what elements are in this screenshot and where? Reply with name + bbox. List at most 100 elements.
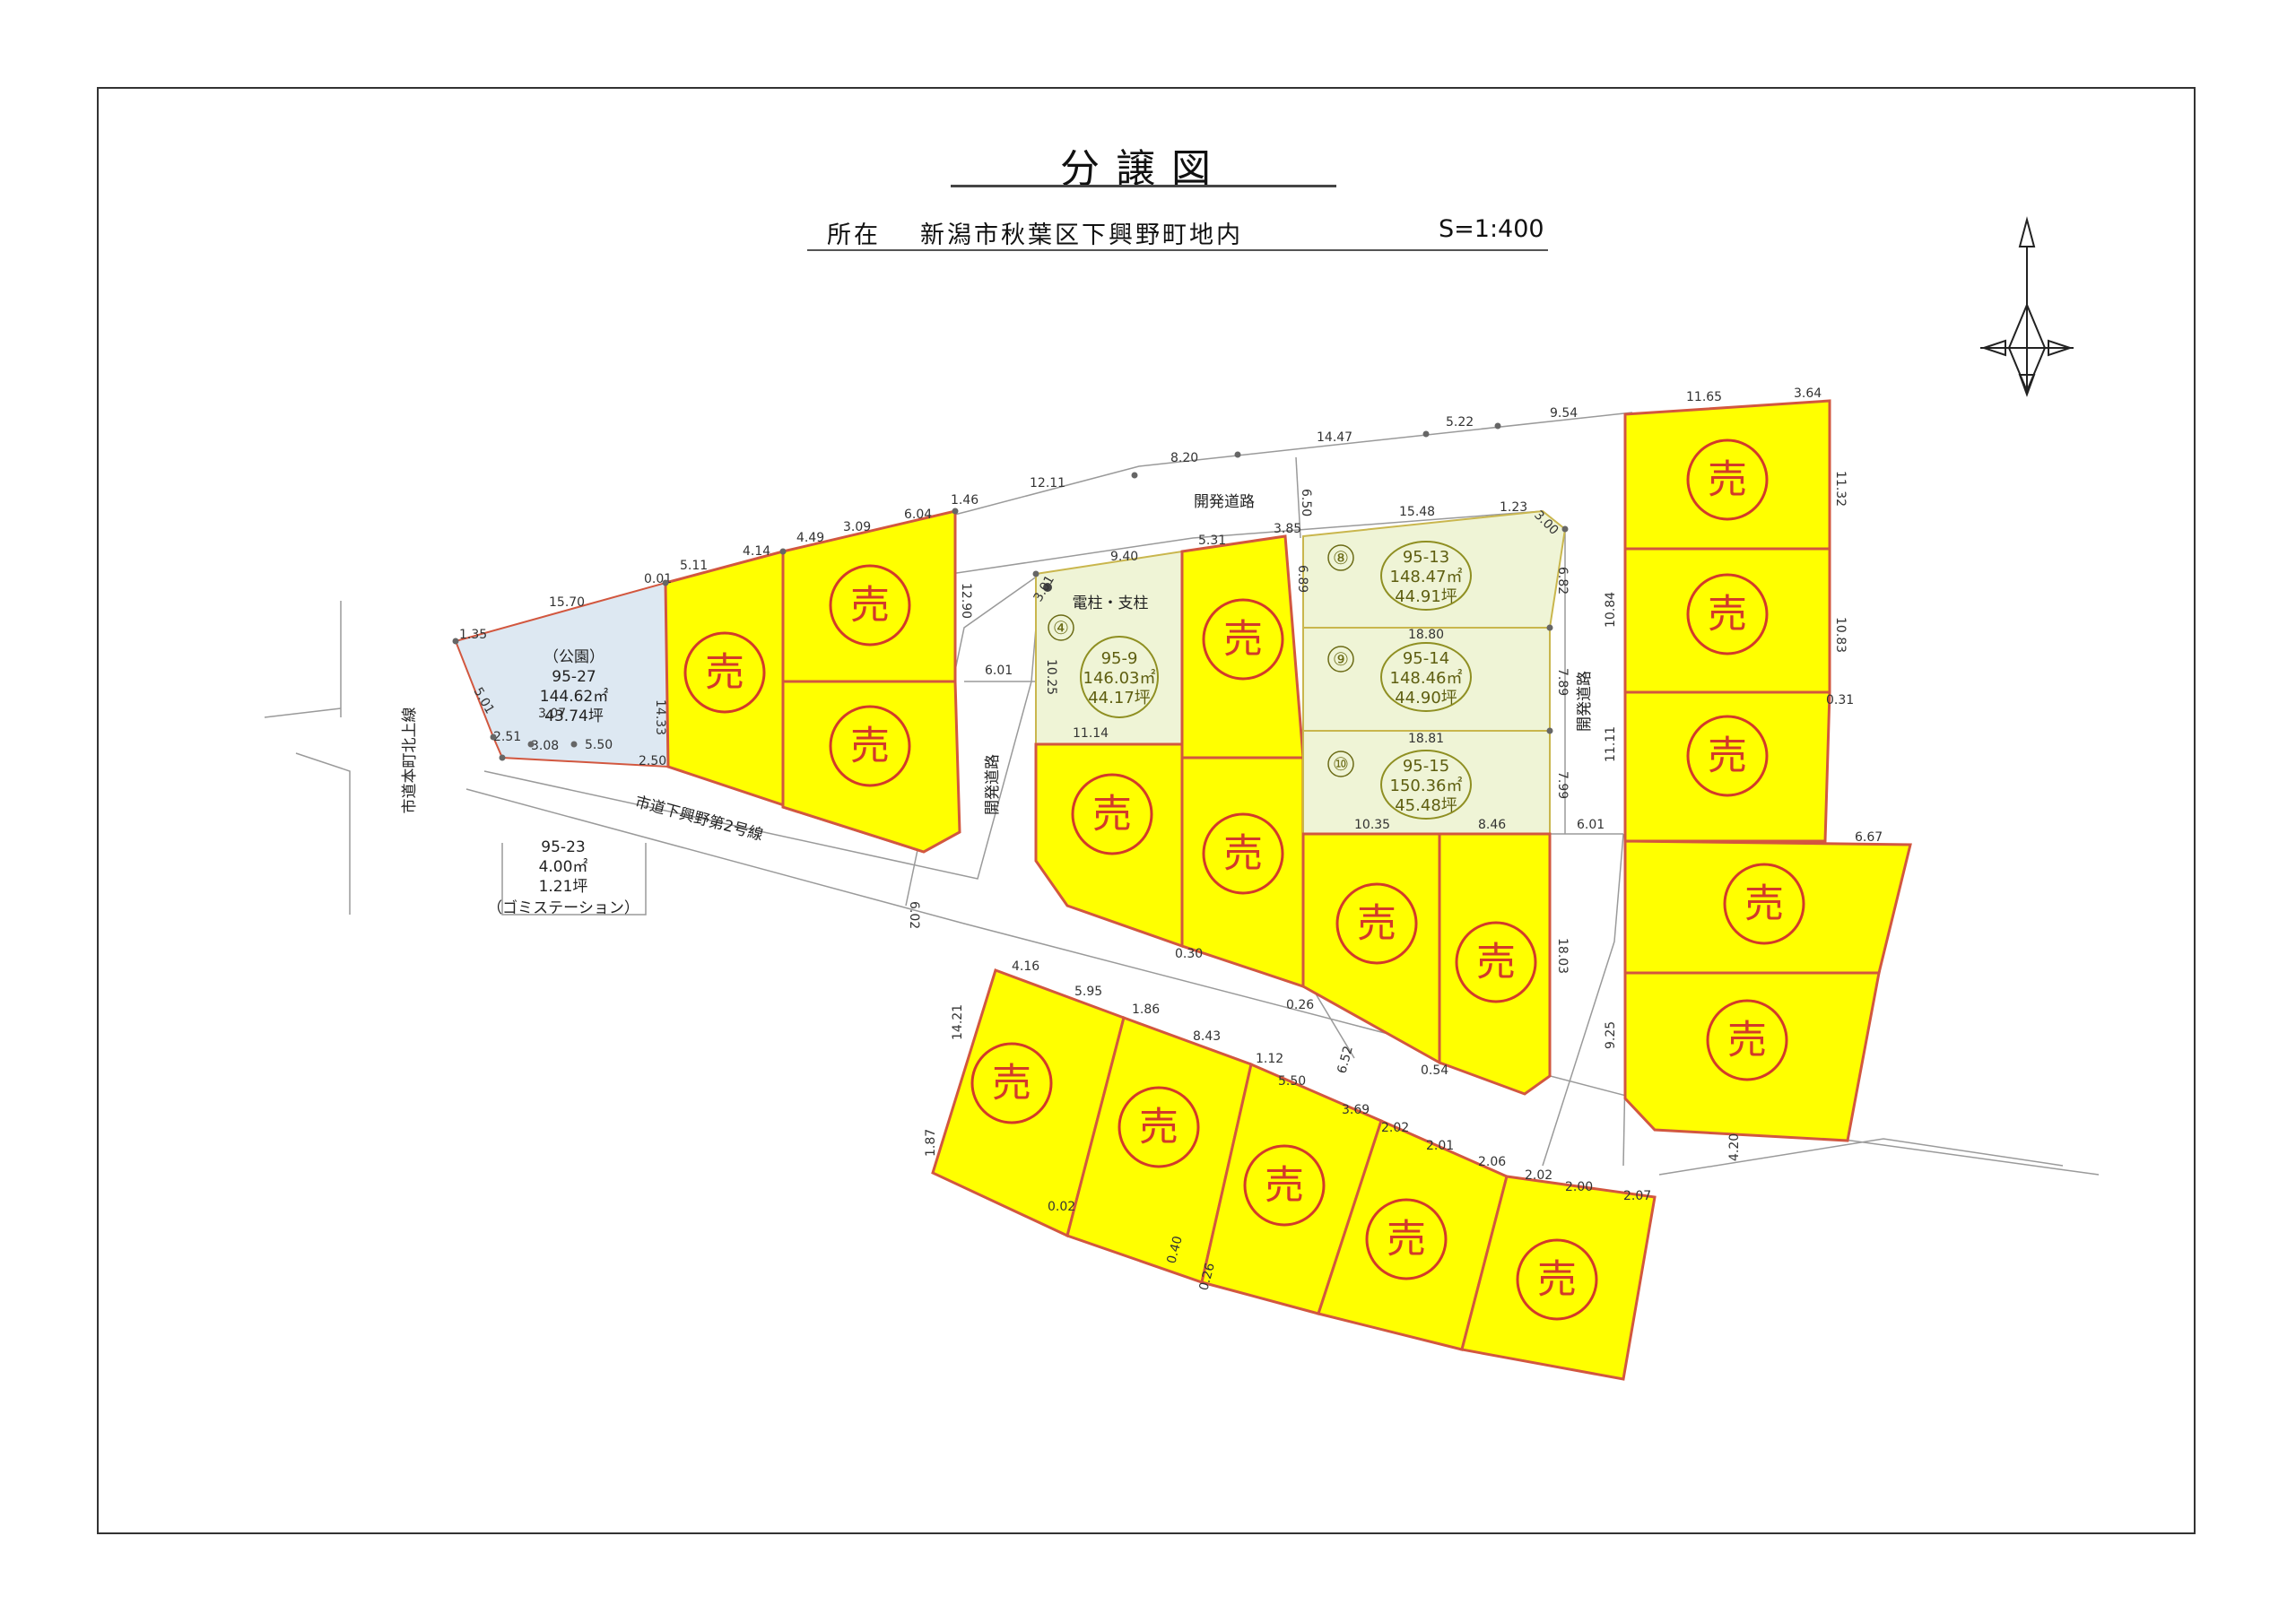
lot (1623, 690, 1831, 843)
sale-mark: 売 (829, 564, 911, 647)
dim-label: 1.86 (1132, 1002, 1160, 1017)
park-name: （公園） (544, 648, 604, 666)
svg-text:売: 売 (1357, 901, 1396, 947)
dim-label: 8.20 (1170, 451, 1198, 465)
dim-label: 6.50 (1299, 489, 1313, 516)
dim-label: 1.12 (1256, 1052, 1283, 1066)
svg-text:売: 売 (1537, 1257, 1577, 1303)
north-compass-icon (1980, 216, 2074, 397)
svg-text:売: 売 (705, 650, 744, 696)
sale-mark: 売 (970, 1042, 1053, 1124)
lot-number-badge (1327, 544, 1354, 571)
dim-label: 12.90 (959, 583, 973, 619)
dim-label: 0.54 (1421, 1063, 1448, 1078)
svg-text:売: 売 (1476, 940, 1516, 985)
dim-label: 11.11 (1604, 726, 1618, 762)
lot (1460, 1175, 1657, 1381)
dim-label: 5.22 (1446, 415, 1474, 430)
boundary-point (1546, 624, 1553, 631)
dim-label: 11.32 (1833, 471, 1848, 507)
center-left-block (1034, 534, 1305, 989)
boundary-point (1131, 472, 1138, 479)
dim-label: 10.35 (1354, 818, 1390, 832)
dim-label: 18.81 (1408, 732, 1444, 746)
boundary-point (1032, 570, 1039, 577)
dim-label: 4.20 (1727, 1133, 1742, 1161)
lot-number: ⑧ (1333, 547, 1349, 568)
sale-mark: 売 (1686, 438, 1769, 521)
lot-number-badge (1327, 646, 1354, 673)
dim-label: 1.23 (1500, 500, 1527, 515)
dev-road-left-label: 開発道路 (984, 754, 1002, 815)
dim-label: 1.35 (459, 628, 487, 642)
dim-label: 11.14 (1073, 726, 1109, 741)
dim-label: 6.89 (1295, 565, 1309, 593)
svg-text:売: 売 (1708, 733, 1747, 779)
boundary-point (570, 741, 578, 748)
park-area-m2: 144.62㎡ (540, 688, 608, 706)
sale-mark: 売 (1365, 1198, 1448, 1280)
dim-label: 15.70 (549, 595, 585, 610)
area-m2: 150.36㎡ (1390, 776, 1463, 795)
page-title: 分譲図 (1060, 146, 1227, 192)
parcel-number: 95-14 (1403, 649, 1449, 668)
east-block (1623, 399, 1912, 1142)
boundary-point (1422, 430, 1430, 438)
dim-label: 7.99 (1555, 771, 1570, 799)
garbage-area-tsubo: 1.21坪 (539, 878, 588, 896)
svg-text:売: 売 (1139, 1105, 1178, 1150)
svg-text:売: 売 (1744, 881, 1784, 927)
road-line (950, 510, 1544, 575)
svg-text:売: 売 (1223, 831, 1263, 877)
svg-text:売: 売 (992, 1061, 1031, 1107)
pole-label: 電柱・支柱 (1073, 595, 1149, 612)
park-area (454, 581, 670, 768)
info-ellipse (1080, 636, 1159, 718)
dim-label: 12.11 (1030, 476, 1065, 490)
dim-label: 2.51 (493, 730, 521, 744)
dim-label: 6.01 (985, 664, 1013, 678)
dim-label: 5.50 (1278, 1074, 1306, 1089)
park-area-tsubo: 43.74坪 (544, 707, 604, 725)
dim-label: 3.09 (843, 520, 871, 534)
road-line (1542, 833, 1624, 1167)
svg-text:売: 売 (1265, 1163, 1304, 1209)
title-underline (951, 185, 1336, 187)
dim-label: 1.46 (951, 493, 978, 508)
boundary-point (452, 638, 459, 645)
boundary-point (1561, 525, 1569, 533)
dim-label: 14.33 (653, 699, 667, 735)
dim-label: 18.03 (1555, 938, 1570, 974)
sale-marks: 売 売 売 売 売 売 売 売 売 売 売 売 売 売 売 売 売 売 (683, 438, 1805, 1321)
sale-mark: 売 (1118, 1086, 1200, 1168)
sale-mark: 売 (1335, 882, 1418, 965)
svg-text:売: 売 (1708, 592, 1747, 638)
boundary-points (452, 422, 1569, 761)
road-line (264, 707, 342, 718)
area-m2: 148.46㎡ (1390, 668, 1463, 688)
area-tsubo: 45.48坪 (1395, 796, 1457, 815)
pole-icon (1043, 583, 1052, 592)
svg-text:売: 売 (1708, 457, 1747, 503)
city-road-label: 市道下興野第2号線 (633, 794, 765, 845)
lot-8 (1302, 509, 1567, 629)
dim-label: 6.01 (1577, 818, 1605, 832)
boundary-point (1234, 451, 1241, 458)
lot-8-info: ⑧ 95-13 148.47㎡ 44.91坪 (1327, 541, 1472, 611)
boundary-point (779, 548, 787, 555)
sale-mark: 売 (1686, 573, 1769, 655)
dim-label: 2.01 (1426, 1139, 1454, 1153)
dim-label: 14.21 (951, 1004, 965, 1040)
dev-road-top-label: 開発道路 (1194, 493, 1255, 511)
sale-mark: 売 (1202, 812, 1284, 895)
dev-road-right-label: 開発道路 (1576, 671, 1594, 732)
road-line (1658, 1138, 2064, 1176)
park-parcel: 95-27 (552, 668, 596, 686)
sale-mark: 売 (1071, 773, 1153, 855)
sale-mark: 売 (1455, 921, 1537, 1003)
dim-label: 9.40 (1110, 550, 1138, 564)
lot-number: ⑨ (1333, 648, 1349, 670)
dim-label: 14.47 (1317, 430, 1352, 445)
dim-label: 0.30 (1175, 947, 1203, 961)
